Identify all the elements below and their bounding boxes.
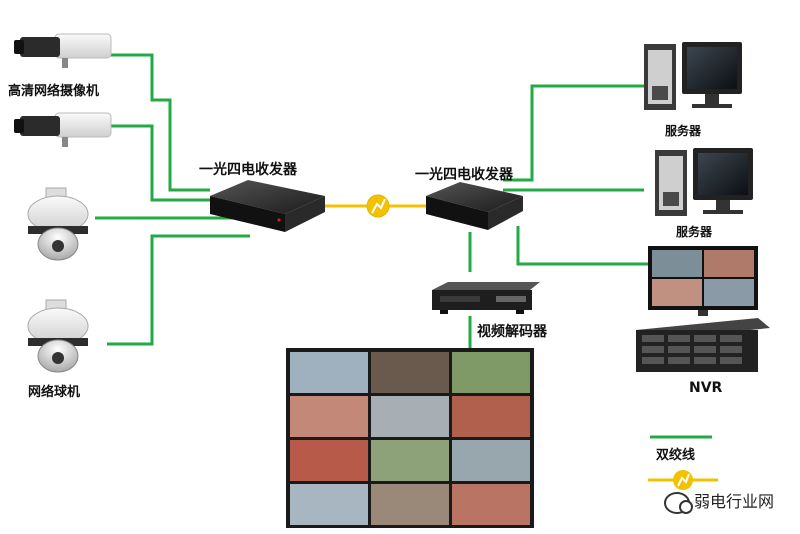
dome-group-label: 网络球机 [28, 385, 81, 400]
server-2-illustration [655, 148, 753, 216]
transceiver-right-box [426, 182, 523, 230]
legend-twisted-pair-label: 双绞线 [656, 448, 696, 463]
dome-camera-1 [27, 187, 89, 261]
server-2-label: 服务器 [676, 225, 713, 239]
fiber-link [325, 194, 432, 218]
nvr-recorder [636, 318, 770, 372]
box-camera-1 [14, 33, 112, 68]
wire-camera-2 [108, 124, 210, 202]
twisted-pair-wires [95, 53, 712, 439]
watermark: 弱电行业网 [664, 488, 774, 514]
video-wall-tiles [290, 352, 530, 525]
server-1-label: 服务器 [665, 124, 702, 138]
wire-server-1 [503, 84, 644, 182]
nvr-monitor [648, 246, 758, 316]
wire-camera-1 [108, 53, 210, 192]
server-1-illustration [644, 42, 742, 110]
legend-fiber-line [648, 470, 718, 490]
video-decoder-box [432, 282, 540, 314]
wechat-icon [664, 491, 693, 514]
wire-dome-2 [107, 234, 250, 346]
wire-nvr [516, 226, 648, 266]
nvr-label: NVR [689, 380, 723, 396]
watermark-text: 弱电行业网 [694, 492, 775, 511]
video-wall [286, 348, 534, 528]
dome-camera-2 [27, 299, 89, 373]
camera-group-label: 高清网络摄像机 [8, 84, 100, 99]
decoder-label: 视频解码器 [477, 324, 547, 340]
transceiver-right-label: 一光四电收发器 [415, 167, 513, 183]
transceiver-left-box [210, 180, 325, 232]
transceiver-left-label: 一光四电收发器 [199, 162, 297, 178]
box-camera-2 [14, 112, 112, 147]
